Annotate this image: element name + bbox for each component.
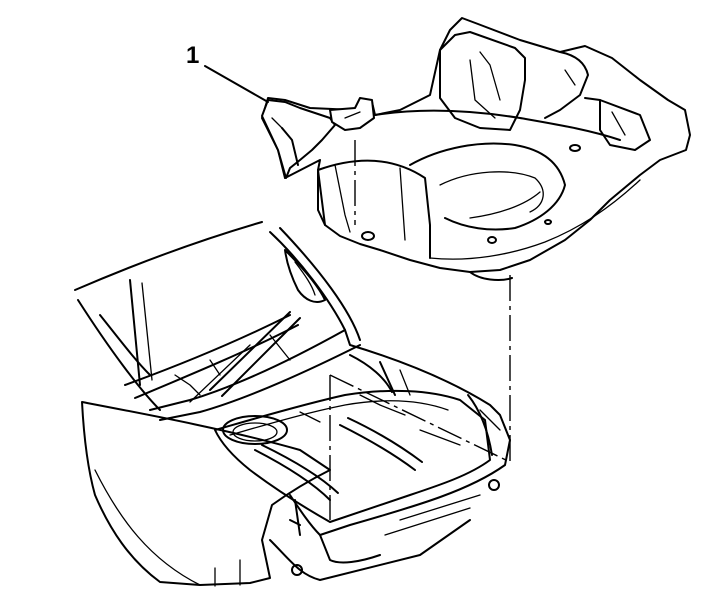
callout-1-label: 1 — [186, 42, 199, 69]
alignment-lines — [329, 140, 511, 520]
callout-1: 1 — [186, 42, 269, 103]
callout-1-leader — [204, 65, 269, 103]
trunk-floor-liner — [261, 17, 691, 281]
vehicle-rear-body — [74, 221, 511, 587]
